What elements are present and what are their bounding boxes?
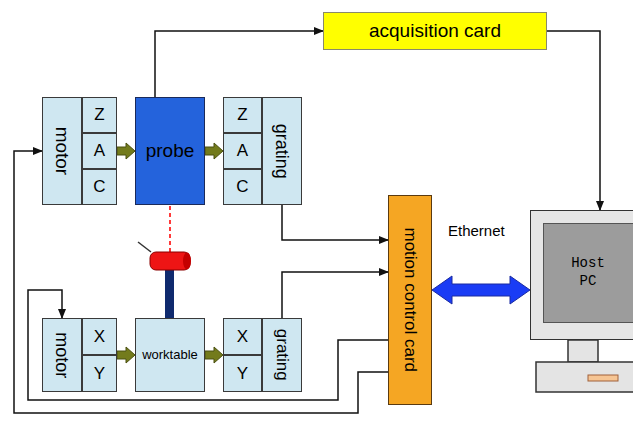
node-label: Z	[94, 105, 104, 125]
motion-arrow	[117, 143, 135, 159]
axis-box: A	[82, 133, 117, 169]
monitor-slot	[588, 375, 618, 381]
connector-line	[155, 31, 323, 97]
node-label: C	[236, 177, 248, 197]
component-box: grating	[262, 97, 302, 205]
axis-box: Z	[223, 97, 262, 133]
node-label: A	[237, 141, 248, 161]
sensor-cylinder	[150, 252, 190, 270]
label-holder: Ethernet	[446, 222, 507, 240]
vertical-label: grating	[272, 329, 292, 381]
node-label: Y	[94, 364, 105, 384]
connector-line	[282, 272, 388, 318]
sensor-post	[165, 268, 174, 318]
sensor-tick	[138, 242, 151, 252]
node-label: worktable	[142, 348, 198, 363]
vertical-label: motor	[51, 127, 73, 176]
connector-line	[28, 290, 388, 400]
connector-line	[547, 31, 600, 210]
axis-box: Z	[82, 97, 117, 133]
node-label: probe	[146, 140, 195, 162]
probe-beam	[169, 206, 171, 252]
axis-box: C	[82, 169, 117, 205]
axis-box: Y	[223, 355, 262, 392]
monitor-neck	[568, 340, 598, 362]
vertical-label: motion control card	[400, 228, 420, 373]
card-box: acquisition card	[323, 12, 547, 50]
node-label: Y	[237, 364, 248, 384]
axis-box: C	[223, 169, 262, 205]
host-monitor: Host PC	[530, 210, 633, 340]
component-box: grating	[262, 318, 302, 392]
vertical-label: grating	[272, 123, 293, 178]
axis-box: A	[223, 133, 262, 169]
node-label: A	[94, 141, 105, 161]
probe-box: probe	[135, 97, 205, 205]
node-label: X	[94, 327, 105, 347]
motion-arrow	[117, 347, 135, 363]
axis-box: X	[223, 318, 262, 355]
edge-label: Ethernet	[446, 222, 507, 239]
node-label: Host PC	[562, 254, 614, 290]
axis-box: X	[82, 318, 117, 355]
node-label: Z	[237, 105, 247, 125]
motion-arrow	[205, 347, 223, 363]
monitor-base	[536, 362, 633, 392]
controller-box: motion control card	[388, 195, 432, 405]
component-box: worktable	[135, 318, 205, 392]
vertical-label: motor	[52, 332, 73, 378]
sensor-cap	[183, 253, 191, 270]
motion-arrow	[205, 143, 223, 159]
node-label: acquisition card	[369, 20, 501, 42]
component-box: motor	[42, 318, 82, 392]
node-label: C	[93, 177, 105, 197]
ethernet-arrow	[432, 276, 530, 304]
connector-line	[282, 205, 388, 240]
component-box: motor	[42, 97, 82, 205]
node-label: X	[237, 327, 248, 347]
axis-box: Y	[82, 355, 117, 392]
